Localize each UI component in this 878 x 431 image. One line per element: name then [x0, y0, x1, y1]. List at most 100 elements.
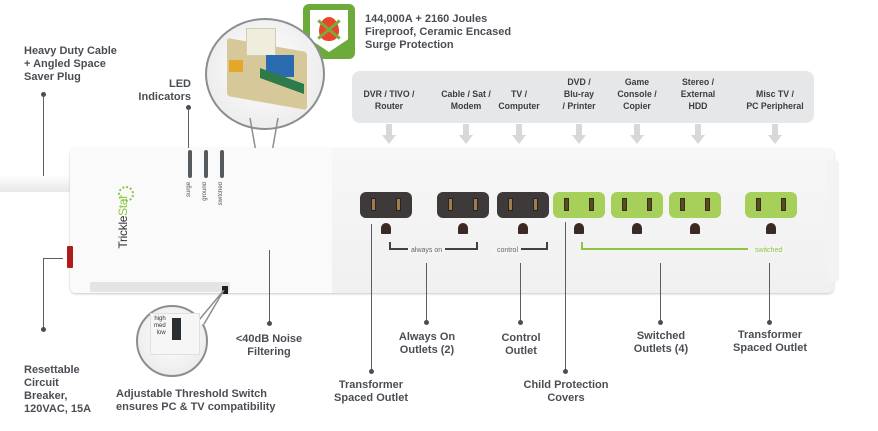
callout-cable-line1: Heavy Duty Cable: [24, 45, 117, 57]
always-on-label: always on: [408, 247, 446, 254]
device-category-2: Cable / Sat /Modem: [429, 89, 503, 113]
switched-label: switched: [752, 247, 786, 254]
callout-transformer-left-line1: Transformer: [338, 379, 404, 391]
callout-control-line2: Outlet: [505, 345, 537, 357]
device-category-7: Misc TV /PC Peripheral: [738, 89, 812, 113]
callout-noise-line2: Filtering: [247, 346, 291, 358]
device-category-line: External: [680, 89, 716, 100]
device-category-line: Modem: [450, 101, 482, 112]
device-category-3: TV /Computer: [482, 89, 556, 113]
outlet-ground-hole: [766, 223, 776, 234]
callout-switched: Switched Outlets (4): [620, 330, 702, 356]
callout-child-line1: Child Protection: [523, 379, 609, 391]
led-label-switched: switched: [218, 182, 224, 206]
callout-breaker-line4: 120VAC, 15A: [24, 403, 92, 415]
led-switched: [220, 150, 224, 178]
threshold-switch-knob: [172, 318, 181, 340]
down-arrow-icon: [691, 124, 705, 146]
device-category-4: DVD /Blu-ray/ Printer: [542, 77, 616, 113]
callout-switched-line2: Outlets (4): [633, 343, 689, 355]
device-category-1: DVR / TIVO /Router: [352, 89, 426, 113]
callout-led-line2: Indicators: [138, 91, 191, 103]
power-strip-control-section: [70, 148, 332, 293]
callout-noise: <40dB Noise Filtering: [228, 333, 310, 359]
device-category-banner: [352, 71, 814, 123]
callout-led: LED Indicators: [130, 78, 191, 104]
callout-control-line1: Control: [501, 332, 541, 344]
outlet-5: [605, 192, 663, 218]
transformer-right-pointer-dot: [767, 320, 772, 325]
breaker-pointer-hline: [43, 258, 63, 259]
control-pointer-dot: [518, 320, 523, 325]
outlet-ground-hole: [381, 223, 391, 234]
callout-always-on-line1: Always On: [398, 331, 456, 343]
outlet-ground-hole: [458, 223, 468, 234]
down-arrow-icon: [768, 124, 782, 146]
capacitor-component: [266, 55, 294, 77]
circuit-breaker-button[interactable]: [67, 246, 73, 268]
callout-threshold: Adjustable Threshold Switch ensures PC &…: [116, 388, 276, 414]
callout-transformer-right: Transformer Spaced Outlet: [722, 329, 818, 355]
device-category-line: DVD /: [567, 77, 591, 88]
switched-pointer-dot: [658, 320, 663, 325]
threshold-low: low: [156, 330, 166, 336]
outlet-1: [354, 192, 412, 218]
device-category-line: Router: [374, 101, 404, 112]
outlet-6: [663, 192, 721, 218]
callout-breaker: Resettable Circuit Breaker, 120VAC, 15A: [24, 364, 91, 416]
noise-pointer-line: [269, 250, 270, 322]
device-category-line: / Printer: [562, 101, 596, 112]
noise-pointer-dot: [267, 321, 272, 326]
breaker-pointer-dot: [41, 327, 46, 332]
callout-child: Child Protection Covers: [510, 379, 622, 405]
callout-cable-line2: + Angled Space: [24, 58, 106, 70]
callout-always-on-line2: Outlets (2): [399, 344, 455, 356]
threshold-slide-switch[interactable]: [222, 286, 228, 294]
surge-protection-text: 144,000A + 2160 Joules Fireproof, Cerami…: [365, 13, 511, 52]
led-pointer-dot: [186, 105, 191, 110]
callout-led-line1: LED: [169, 78, 191, 90]
callout-threshold-line2: ensures PC & TV compatibility: [116, 401, 276, 413]
switched-pointer-line: [660, 263, 661, 321]
brand-part1: Trickle: [116, 215, 130, 249]
callout-child-line2: Covers: [547, 392, 585, 404]
callout-transformer-left-line2: Spaced Outlet: [334, 392, 408, 404]
power-strip-endcap: [827, 160, 839, 282]
led-pointer-line: [188, 108, 189, 148]
device-category-line: HDD: [688, 101, 708, 112]
magnifier-pointer: [249, 118, 279, 198]
surge-line2: Fireproof, Ceramic Encased: [365, 26, 512, 38]
callout-breaker-line1: Resettable: [24, 364, 80, 376]
outlet-7: [739, 192, 797, 218]
device-category-line: Blu-ray: [563, 89, 595, 100]
down-arrow-icon: [459, 124, 473, 146]
device-category-line: Stereo /: [681, 77, 715, 88]
brand-logo-text: TrickleStar: [116, 195, 130, 249]
always-on-pointer-line: [426, 263, 427, 321]
device-category-line: Computer: [498, 101, 540, 112]
device-category-line: Misc TV /: [756, 89, 794, 100]
device-category-line: Copier: [623, 101, 651, 112]
device-category-line: PC Peripheral: [746, 101, 804, 112]
down-arrow-icon: [572, 124, 586, 146]
callout-transformer-left: Transformer Spaced Outlet: [326, 379, 416, 405]
switched-bracket: [581, 242, 748, 250]
power-cable: [0, 176, 74, 192]
outlet-ground-hole: [574, 223, 584, 234]
down-arrow-icon: [512, 124, 526, 146]
threshold-high: high: [154, 316, 166, 322]
transformer-right-pointer-line: [769, 263, 770, 321]
led-ground: [204, 150, 208, 178]
tricklestar-logo-icon: [118, 186, 134, 202]
child-pointer-line: [565, 222, 566, 370]
outlet-ground-hole: [632, 223, 642, 234]
threshold-med: med: [154, 323, 166, 329]
threshold-magnifier-pointer: [193, 290, 225, 327]
brand-part2: Star: [116, 195, 130, 216]
outlet-2: [431, 192, 489, 218]
outlet-4: [547, 192, 605, 218]
callout-breaker-line2: Circuit: [24, 377, 59, 389]
transformer-left-pointer-dot: [369, 369, 374, 374]
callout-threshold-line1: Adjustable Threshold Switch: [116, 388, 267, 400]
